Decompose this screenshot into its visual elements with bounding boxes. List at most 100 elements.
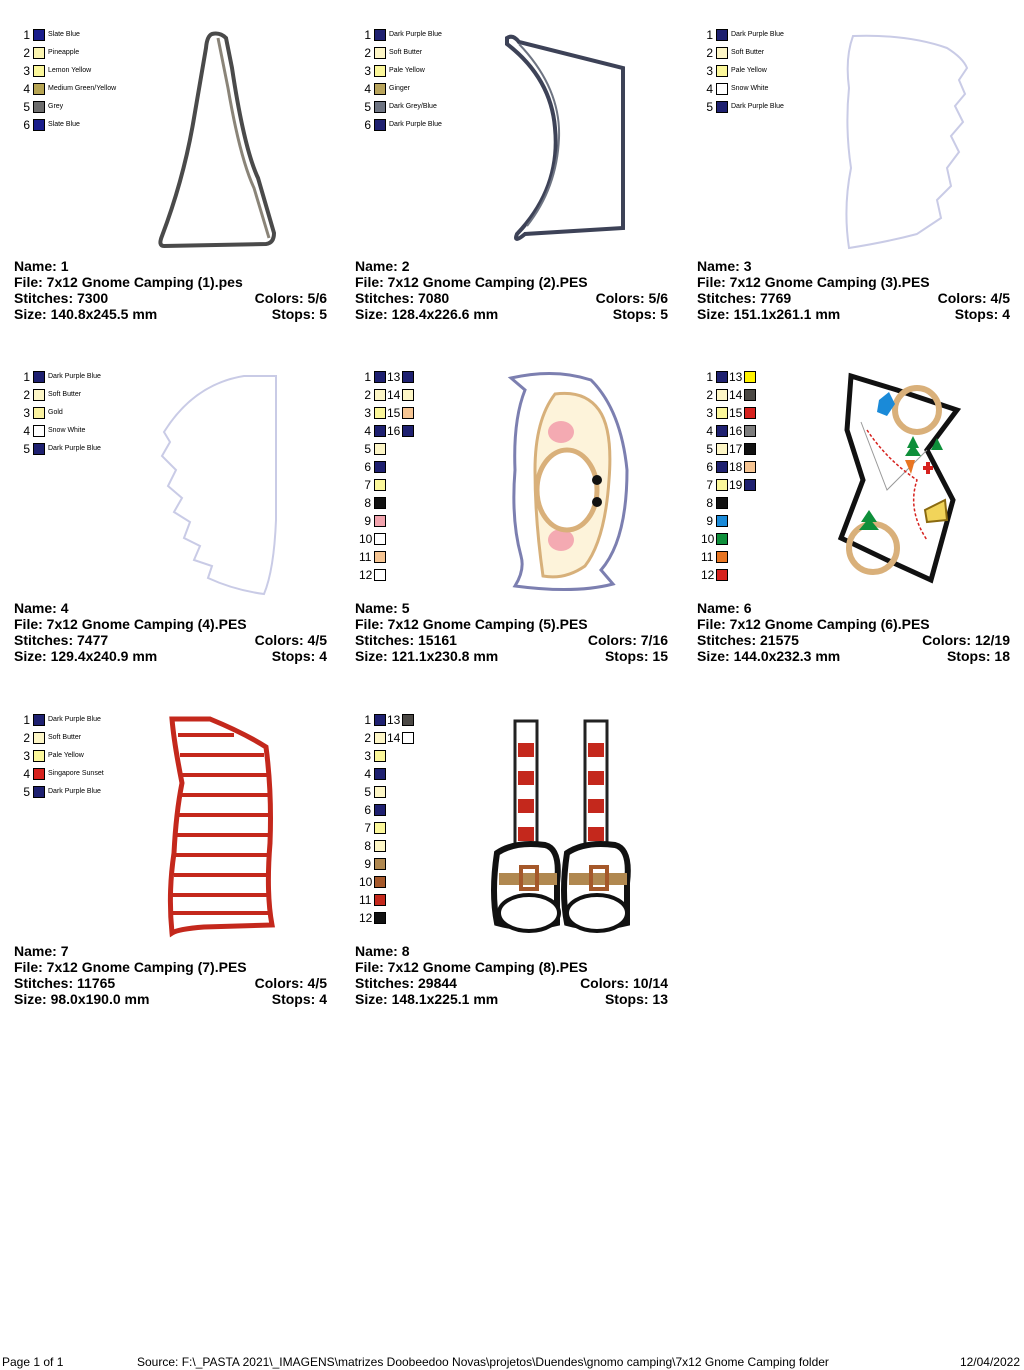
legend-row: 8 xyxy=(359,837,559,855)
legend-number: 6 xyxy=(364,803,371,817)
thread-name: Snow White xyxy=(48,427,86,434)
color-swatch xyxy=(374,101,386,113)
legend-number: 1 xyxy=(706,370,713,384)
legend-number: 2 xyxy=(706,388,713,402)
design-info: Name: 2 File: 7x12 Gnome Camping (2).PES… xyxy=(355,258,668,322)
color-swatch xyxy=(374,750,386,762)
legend-number: 13 xyxy=(387,370,401,384)
color-swatch xyxy=(716,497,728,509)
legend-number: 2 xyxy=(364,731,371,745)
legend-row: 9 xyxy=(359,512,559,530)
legend-number: 14 xyxy=(729,388,743,402)
legend-row: 10 xyxy=(701,530,901,548)
color-swatch xyxy=(716,83,728,95)
color-swatch xyxy=(33,407,45,419)
legend-row: 4 xyxy=(359,765,559,783)
legend-row: 15 xyxy=(387,404,587,422)
legend-number: 14 xyxy=(387,731,401,745)
color-swatch xyxy=(716,461,728,473)
thread-name: Pale Yellow xyxy=(389,67,425,74)
design-preview-hat xyxy=(158,31,277,249)
legend-number: 5 xyxy=(706,442,713,456)
legend-number: 8 xyxy=(706,496,713,510)
color-swatch xyxy=(33,101,45,113)
color-swatch xyxy=(374,912,386,924)
legend-number: 11 xyxy=(359,550,372,564)
legend-row: 14 xyxy=(387,729,587,747)
color-swatch xyxy=(716,425,728,437)
legend-row: 13 xyxy=(729,368,929,386)
design-info: Name: 5 File: 7x12 Gnome Camping (5).PES… xyxy=(355,600,668,664)
legend-number: 5 xyxy=(364,100,371,114)
legend-row: 10 xyxy=(359,873,559,891)
color-swatch xyxy=(33,750,45,762)
legend-number: 10 xyxy=(359,875,373,889)
legend-row: 11 xyxy=(359,891,559,909)
legend-number: 9 xyxy=(364,857,371,871)
color-swatch xyxy=(716,407,728,419)
legend-row: 5 xyxy=(359,440,559,458)
legend-row: 6 xyxy=(701,458,901,476)
legend-number: 11 xyxy=(701,550,714,564)
color-swatch xyxy=(374,65,386,77)
thread-name: Singapore Sunset xyxy=(48,770,104,777)
legend-number: 4 xyxy=(23,767,30,781)
legend-number: 10 xyxy=(701,532,715,546)
thread-name: Dark Purple Blue xyxy=(48,716,101,723)
color-swatch xyxy=(33,443,45,455)
color-swatch xyxy=(33,371,45,383)
thread-name: Dark Purple Blue xyxy=(389,121,442,128)
legend-row: 4 xyxy=(701,422,901,440)
legend-number: 2 xyxy=(364,388,371,402)
legend-number: 3 xyxy=(706,406,713,420)
legend-number: 16 xyxy=(387,424,401,438)
color-swatch xyxy=(374,479,386,491)
legend-number: 6 xyxy=(706,460,713,474)
print-date: 12/04/2022 xyxy=(959,1355,1020,1369)
color-swatch xyxy=(374,840,386,852)
legend-number: 3 xyxy=(23,64,30,78)
color-swatch xyxy=(744,389,756,401)
legend-row: 19 xyxy=(729,476,929,494)
legend-number: 7 xyxy=(364,821,371,835)
legend-row: 6 xyxy=(359,801,559,819)
color-swatch xyxy=(402,407,414,419)
color-swatch xyxy=(33,65,45,77)
legend-number: 5 xyxy=(706,100,713,114)
thread-name: Soft Butter xyxy=(48,391,82,398)
design-info: Name: 4 File: 7x12 Gnome Camping (4).PES… xyxy=(14,600,327,664)
legend-number: 1 xyxy=(23,370,30,384)
legend-number: 13 xyxy=(387,713,401,727)
thread-name: Dark Purple Blue xyxy=(48,788,101,795)
color-swatch xyxy=(374,425,386,437)
source-path: Source: F:\_PASTA 2021\_IMAGENS\matrizes… xyxy=(137,1355,829,1369)
color-swatch xyxy=(374,443,386,455)
legend-number: 8 xyxy=(364,839,371,853)
legend-number: 3 xyxy=(364,64,371,78)
thread-name: Pale Yellow xyxy=(731,67,767,74)
color-swatch xyxy=(33,389,45,401)
legend-row: 4 xyxy=(359,422,559,440)
design-preview-boots xyxy=(491,719,631,933)
color-swatch xyxy=(716,569,728,581)
legend-row: 12 xyxy=(359,909,559,927)
color-swatch xyxy=(374,894,386,906)
legend-number: 1 xyxy=(364,28,371,42)
color-swatch xyxy=(402,732,414,744)
legend-number: 15 xyxy=(387,406,401,420)
thread-name: Slate Blue xyxy=(48,31,80,38)
legend-number: 19 xyxy=(729,478,743,492)
color-swatch xyxy=(716,443,728,455)
legend-row: 2 xyxy=(359,729,559,747)
